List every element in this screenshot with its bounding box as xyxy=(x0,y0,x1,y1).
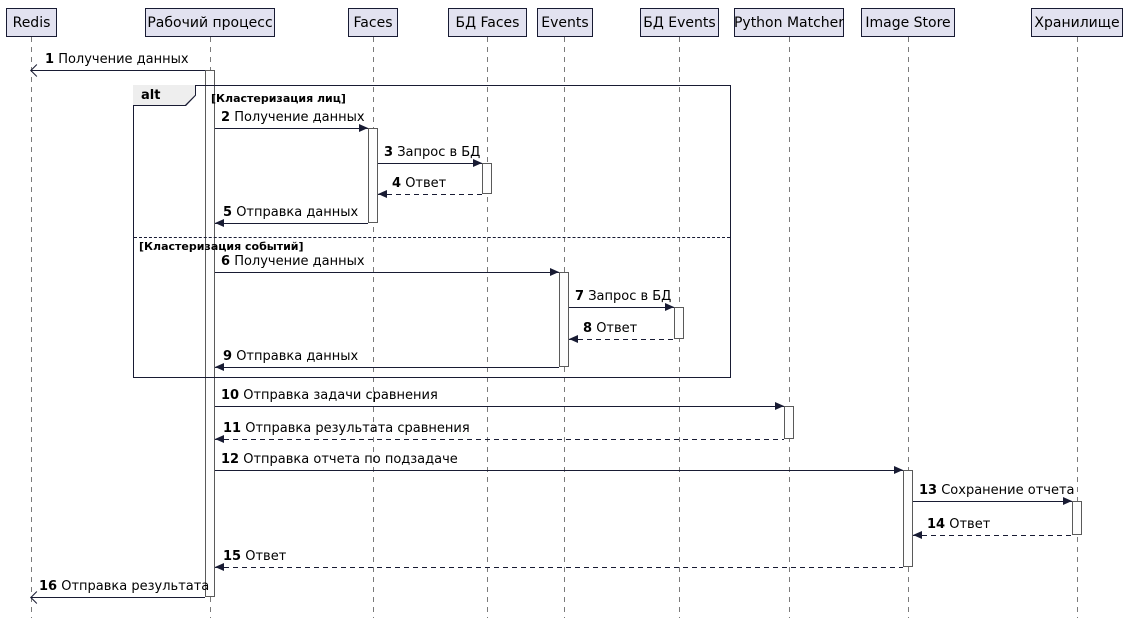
arrowhead-right-icon xyxy=(775,402,784,410)
message-5: 5 Отправка данных xyxy=(215,205,368,227)
alt-operator-label: alt xyxy=(133,85,195,105)
message-label: 11 Отправка результата сравнения xyxy=(223,421,470,436)
arrowhead-right-icon xyxy=(550,268,559,276)
arrowhead-right-icon xyxy=(359,124,368,132)
arrow-line xyxy=(215,124,368,132)
activation-image-store xyxy=(903,470,913,567)
arrow-line xyxy=(215,363,559,371)
activation-python-matcher xyxy=(784,406,794,439)
message-4: 4 Ответ xyxy=(378,176,482,198)
arrow-line xyxy=(215,563,903,571)
message-label: 2 Получение данных xyxy=(221,110,365,125)
participant-worker: Рабочий процесс xyxy=(145,8,275,37)
message-11: 11 Отправка результата сравнения xyxy=(215,421,784,443)
arrowhead-right-icon xyxy=(1063,497,1072,505)
message-1: 1 Получение данных xyxy=(30,52,205,77)
message-14: 14 Ответ xyxy=(913,517,1072,539)
participant-faces: Faces xyxy=(348,8,398,37)
alt-divider xyxy=(134,237,730,238)
message-9: 9 Отправка данных xyxy=(215,349,559,371)
arrow-line xyxy=(215,466,903,474)
lifeline-redis xyxy=(31,37,32,618)
activation-db-events xyxy=(674,307,684,339)
arrow-line xyxy=(215,402,784,410)
arrow-line xyxy=(378,159,482,167)
message-7: 7 Запрос в БД xyxy=(569,289,674,311)
message-6: 6 Получение данных xyxy=(215,254,559,276)
arrowhead-left-icon xyxy=(378,190,387,198)
message-15: 15 Ответ xyxy=(215,549,903,571)
lifeline-python-matcher xyxy=(789,37,790,618)
message-label: 7 Запрос в БД xyxy=(575,289,672,304)
alt-operator-tab: alt xyxy=(133,85,196,106)
arrowhead-right-icon xyxy=(473,159,482,167)
alt-condition-2: [Кластеризация событий] xyxy=(139,240,304,253)
message-label: 8 Ответ xyxy=(583,321,638,336)
participant-events: Events xyxy=(537,8,593,37)
arrow-line xyxy=(30,64,205,77)
message-label: 13 Сохранение отчета xyxy=(919,483,1075,498)
message-label: 10 Отправка задачи сравнения xyxy=(221,388,438,403)
activation-faces xyxy=(368,128,378,223)
message-12: 12 Отправка отчета по подзадаче xyxy=(215,452,903,474)
arrowhead-left-icon xyxy=(569,335,578,343)
arrow-line xyxy=(913,531,1072,539)
participant-python-matcher: Python Matcher xyxy=(734,8,844,37)
message-label: 5 Отправка данных xyxy=(223,205,359,220)
message-label: 9 Отправка данных xyxy=(223,349,359,364)
message-label: 6 Получение данных xyxy=(221,254,365,269)
message-label: 1 Получение данных xyxy=(45,52,189,67)
message-label: 16 Отправка результата xyxy=(39,579,210,594)
message-label: 12 Отправка отчета по подзадаче xyxy=(221,452,458,467)
participant-image-store: Image Store xyxy=(861,8,955,37)
message-3: 3 Запрос в БД xyxy=(378,145,482,167)
message-13: 13 Сохранение отчета xyxy=(913,483,1075,505)
arrow-line xyxy=(913,497,1072,505)
arrow-line xyxy=(215,268,559,276)
lifeline-faces xyxy=(373,37,374,618)
message-8: 8 Ответ xyxy=(569,321,674,343)
arrowhead-right-icon xyxy=(894,466,903,474)
activation-db-faces xyxy=(482,163,492,194)
alt-condition-1: [Кластеризация лиц] xyxy=(211,92,346,105)
alt-fragment-frame: alt [Кластеризация лиц] [Кластеризация с… xyxy=(133,85,731,378)
arrowhead-left-icon xyxy=(215,219,224,227)
arrowhead-left-icon xyxy=(913,531,922,539)
arrowhead-left-icon xyxy=(215,363,224,371)
arrow-line xyxy=(30,591,205,604)
message-label: 3 Запрос в БД xyxy=(384,145,481,160)
participant-storage: Хранилище xyxy=(1031,8,1123,37)
lifeline-image-store xyxy=(908,37,909,618)
message-2: 2 Получение данных xyxy=(215,110,368,132)
message-label: 4 Ответ xyxy=(392,176,447,191)
lifeline-db-faces xyxy=(487,37,488,618)
activation-events xyxy=(559,272,569,367)
participant-db-faces: БД Faces xyxy=(448,8,527,37)
arrowhead-left-icon xyxy=(215,563,224,571)
arrow-line xyxy=(378,190,482,198)
participant-redis: Redis xyxy=(6,8,57,37)
arrow-line xyxy=(569,335,674,343)
arrowhead-right-icon xyxy=(665,303,674,311)
message-label: 14 Ответ xyxy=(927,517,991,532)
activation-storage xyxy=(1072,501,1082,535)
message-label: 15 Ответ xyxy=(223,549,287,564)
arrow-line xyxy=(215,219,368,227)
arrowhead-left-icon xyxy=(215,435,224,443)
message-16: 16 Отправка результата xyxy=(30,579,210,604)
participant-db-events: БД Events xyxy=(640,8,719,37)
activation-worker xyxy=(205,70,215,597)
lifeline-storage xyxy=(1077,37,1078,618)
message-10: 10 Отправка задачи сравнения xyxy=(215,388,784,410)
arrow-line xyxy=(215,435,784,443)
arrow-line xyxy=(569,303,674,311)
